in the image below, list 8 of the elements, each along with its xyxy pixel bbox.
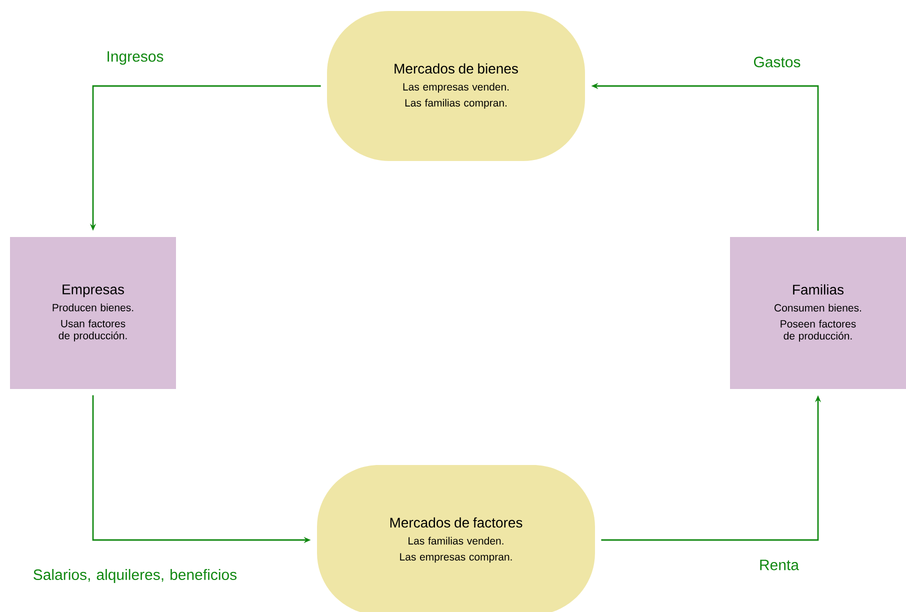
market-pill: Mercados de factores Las familias venden. Las empresas compran. bbox=[317, 465, 595, 612]
edge-label: Ingresos bbox=[108, 51, 164, 65]
edge-label: Renta bbox=[760, 560, 799, 570]
edge-label: Salarios, alquileres, beneficios bbox=[34, 569, 237, 583]
edge-label: Gastos bbox=[754, 56, 800, 68]
agent-box: Empresas Producen bienes. Usan factores de producción. bbox=[10, 237, 176, 389]
market-pill: Mercados de bienes Las empresas venden. Las familias compran. bbox=[327, 11, 585, 161]
agent-box: Familias Consumen bienes. Poseen factores de producción. bbox=[730, 237, 906, 389]
